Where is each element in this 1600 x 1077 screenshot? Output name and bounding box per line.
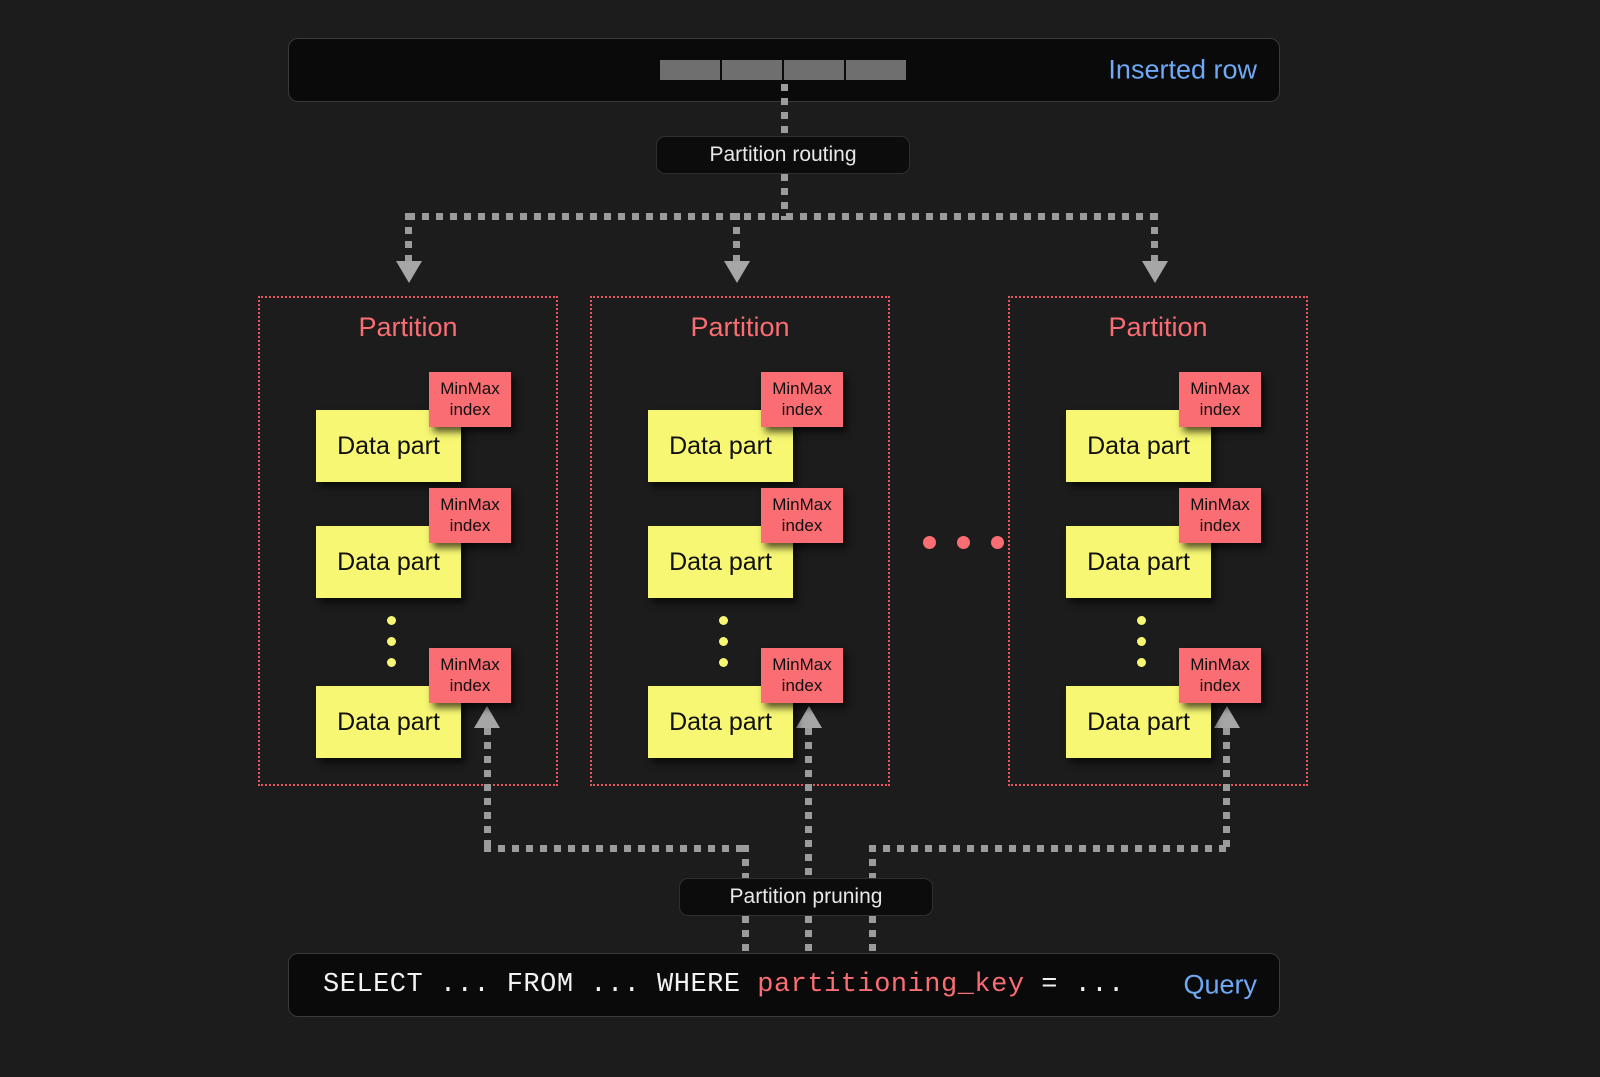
- partition-routing-label: Partition routing: [656, 136, 910, 174]
- query-keyword: partitioning_key: [757, 970, 1025, 1000]
- ellipsis-dot: [387, 658, 396, 667]
- connector-routing-to-bus: [781, 174, 788, 220]
- ellipsis-dot: [1137, 658, 1146, 667]
- arrowhead-from-pruning-to-partition-2: [1214, 706, 1240, 728]
- connector-pruning-bus-right-drop: [869, 845, 876, 881]
- connector-pruning-bus-left: [484, 845, 749, 852]
- ellipsis-dot: [719, 637, 728, 646]
- arrowhead-from-pruning-to-partition-1: [796, 706, 822, 728]
- query-text: SELECT ... FROM ... WHERE partitioning_k…: [323, 970, 1125, 1000]
- ellipsis-dot: [957, 536, 970, 549]
- connector-pruning-bus-left-drop: [742, 845, 749, 881]
- minmax-line-1: MinMax: [772, 494, 832, 514]
- arrowhead-from-pruning-to-partition-0: [474, 706, 500, 728]
- partition-title: Partition: [1108, 312, 1208, 342]
- query-prefix: SELECT ... FROM ... WHERE: [323, 970, 758, 1000]
- minmax-line-2: index: [1199, 675, 1241, 695]
- data-part-block[interactable]: Data part: [316, 526, 461, 598]
- minmax-line-2: index: [781, 515, 823, 535]
- data-part-ellipsis: [719, 616, 728, 667]
- minmax-line-2: index: [1199, 399, 1241, 419]
- query-suffix: = ...: [1024, 970, 1125, 1000]
- minmax-line-1: MinMax: [440, 654, 500, 674]
- minmax-line-1: MinMax: [772, 654, 832, 674]
- arrowhead-to-partition-1: [724, 261, 750, 283]
- connector-partition-0-down: [484, 728, 491, 848]
- data-part-ellipsis: [1137, 616, 1146, 667]
- partition-pruning-label: Partition pruning: [679, 878, 933, 916]
- ellipsis-dot: [387, 637, 396, 646]
- connector-row-to-routing: [781, 84, 788, 138]
- ellipsis-dot: [991, 536, 1004, 549]
- row-cell: [722, 60, 782, 80]
- minmax-line-2: index: [449, 399, 491, 419]
- row-cell: [660, 60, 720, 80]
- minmax-line-1: MinMax: [440, 494, 500, 514]
- ellipsis-dot: [1137, 637, 1146, 646]
- minmax-line-2: index: [449, 675, 491, 695]
- data-part-ellipsis: [387, 616, 396, 667]
- minmax-line-2: index: [449, 515, 491, 535]
- ellipsis-dot: [1137, 616, 1146, 625]
- minmax-line-1: MinMax: [1190, 654, 1250, 674]
- ellipsis-dot: [719, 616, 728, 625]
- connector-pruning-to-query-center: [805, 916, 812, 956]
- connector-bus-to-partition-0: [405, 213, 412, 263]
- row-cell: [846, 60, 906, 80]
- minmax-line-1: MinMax: [772, 378, 832, 398]
- minmax-line-1: MinMax: [1190, 378, 1250, 398]
- connector-partition-1-down: [805, 728, 812, 881]
- connector-pruning-to-query-right: [869, 916, 876, 956]
- row-cell: [784, 60, 844, 80]
- ellipsis-dot: [923, 536, 936, 549]
- partition-ellipsis: [923, 536, 1004, 549]
- connector-bus-to-partition-2: [1151, 213, 1158, 263]
- connector-pruning-bus-right: [869, 845, 1230, 852]
- arrowhead-to-partition-2: [1142, 261, 1168, 283]
- minmax-line-2: index: [781, 399, 823, 419]
- connector-pruning-to-query-left: [742, 916, 749, 956]
- partition-title: Partition: [358, 312, 458, 342]
- partition-title: Partition: [690, 312, 790, 342]
- arrowhead-to-partition-0: [396, 261, 422, 283]
- query-label: Query: [1183, 969, 1257, 1000]
- inserted-row-banner: Inserted row: [288, 38, 1280, 102]
- query-banner: SELECT ... FROM ... WHERE partitioning_k…: [288, 953, 1280, 1017]
- connector-partition-2-down: [1223, 728, 1230, 848]
- connector-bus-to-partition-1: [733, 213, 740, 263]
- connector-distribution-bus: [408, 213, 1158, 220]
- minmax-line-1: MinMax: [440, 378, 500, 398]
- ellipsis-dot: [719, 658, 728, 667]
- inserted-row-cells: [660, 60, 906, 80]
- minmax-line-2: index: [781, 675, 823, 695]
- minmax-line-1: MinMax: [1190, 494, 1250, 514]
- inserted-row-label: Inserted row: [1108, 54, 1257, 85]
- minmax-line-2: index: [1199, 515, 1241, 535]
- ellipsis-dot: [387, 616, 396, 625]
